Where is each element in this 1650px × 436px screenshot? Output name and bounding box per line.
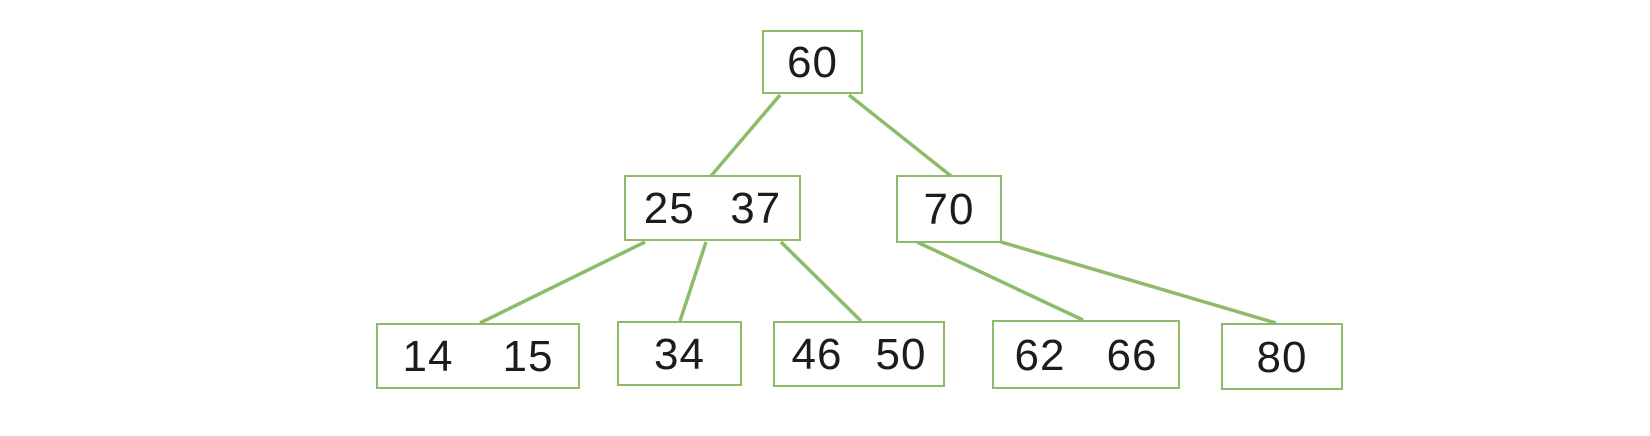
node-key: 60 [787, 38, 838, 87]
tree-node-14-15: 14 15 [376, 323, 580, 389]
tree-node-25-37: 25 37 [624, 175, 801, 241]
node-key: 14 [402, 332, 454, 381]
tree-node-60: 60 [762, 30, 863, 94]
tree-node-46-50: 46 50 [773, 321, 945, 387]
tree-node-62-66: 62 66 [992, 320, 1180, 389]
edge-root-to-internal-right [847, 93, 953, 178]
tree-node-34: 34 [617, 321, 742, 386]
node-key: 50 [875, 330, 927, 379]
edge-internal-left-to-leaf-1 [479, 240, 646, 325]
node-key: 80 [1256, 332, 1308, 382]
edge-internal-left-to-leaf-3 [779, 240, 863, 323]
edge-root-to-internal-left [709, 93, 782, 178]
node-key: 34 [654, 329, 705, 379]
node-key: 70 [923, 185, 975, 234]
edge-internal-right-to-leaf-5 [1000, 240, 1277, 325]
tree-node-70: 70 [896, 175, 1002, 243]
edge-internal-left-to-leaf-2 [678, 241, 708, 322]
node-key: 25 [643, 184, 695, 233]
node-key: 15 [502, 332, 554, 381]
node-key: 62 [1014, 330, 1066, 380]
node-key: 66 [1106, 330, 1158, 380]
edge-internal-right-to-leaf-4 [916, 240, 1084, 322]
tree-node-80: 80 [1221, 323, 1343, 390]
node-key: 46 [791, 330, 843, 379]
node-key: 37 [730, 184, 782, 233]
